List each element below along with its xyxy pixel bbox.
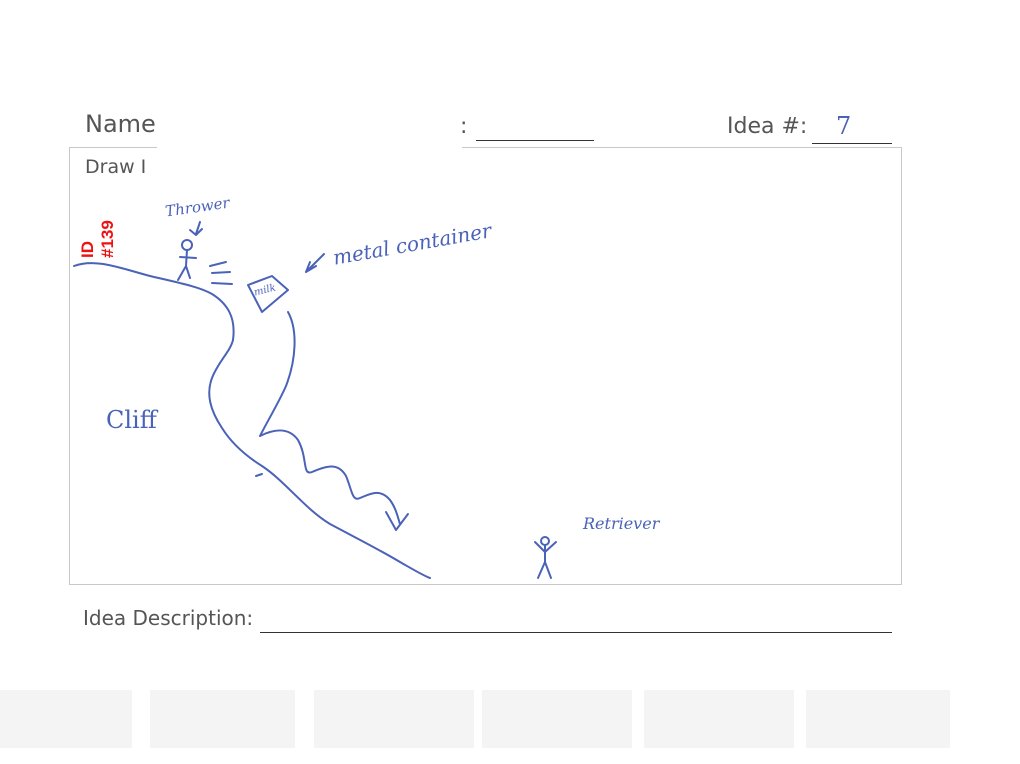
cliff-ledge xyxy=(255,473,263,477)
footer-strip-3 xyxy=(314,690,474,748)
footer-strip-1 xyxy=(0,690,132,748)
thrower-head xyxy=(181,239,193,251)
milk-box xyxy=(247,275,289,313)
fall-trajectory xyxy=(259,311,401,525)
idea-number-value: 7 xyxy=(836,112,852,140)
idea-number-label: Idea #: xyxy=(727,114,808,139)
footer-strip-6 xyxy=(806,690,950,748)
partial-field-label: : xyxy=(460,114,468,139)
footer-strip-5 xyxy=(644,690,794,748)
thrower-pointer-arrow xyxy=(189,221,203,236)
drawing-area xyxy=(69,147,902,585)
name-label: Name: xyxy=(85,110,164,138)
motion-lines xyxy=(209,261,233,285)
thrower-body xyxy=(177,249,197,281)
cliff-label: Cliff xyxy=(106,406,157,434)
idea-description-line xyxy=(260,632,892,633)
retriever-body xyxy=(534,541,557,579)
idea-number-line xyxy=(812,143,892,144)
container-pointer-arrow xyxy=(305,253,325,273)
trajectory-arrowhead xyxy=(385,511,409,531)
redacted-region xyxy=(157,86,462,176)
idea-description-label: Idea Description: xyxy=(83,606,254,630)
retriever-head xyxy=(540,536,550,546)
cliff-outline xyxy=(73,262,431,579)
retriever-label: Retriever xyxy=(583,514,660,533)
partial-field-line xyxy=(476,140,594,141)
footer-strip-4 xyxy=(482,690,632,748)
draw-idea-label: Draw I xyxy=(85,156,147,178)
footer-strip-2 xyxy=(150,690,295,748)
